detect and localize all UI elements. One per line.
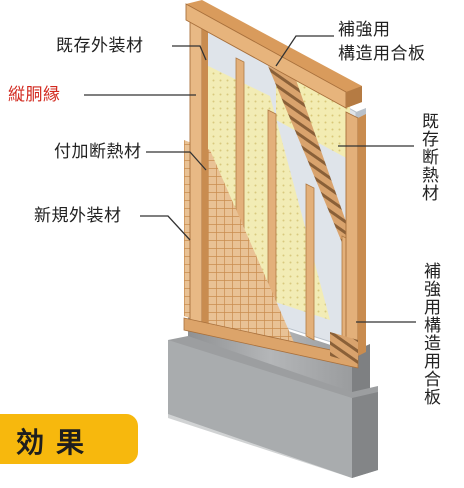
label-added-insulation: 付加断熱材 — [54, 142, 142, 162]
structural-plywood — [268, 66, 356, 276]
top-beam — [185, 0, 362, 109]
label-existing-exterior: 既存外装材 — [56, 36, 144, 56]
effect-badge: 効果 — [0, 414, 138, 464]
concrete-foundation — [168, 298, 378, 478]
leader-lines — [84, 35, 416, 323]
label-plywood-top-line2: 構造用合板 — [338, 44, 426, 64]
effect-badge-text: 効果 — [16, 426, 97, 459]
label-plywood-bottom: 補強用構造用合板 — [420, 262, 440, 406]
label-furring: 縦胴縁 — [8, 85, 61, 105]
label-plywood-top-line1: 補強用 — [338, 20, 391, 40]
bottom-sill — [183, 317, 359, 369]
label-new-exterior: 新規外装材 — [34, 206, 122, 226]
right-post — [345, 111, 366, 357]
label-existing-insulation: 既存断熱材 — [418, 112, 438, 202]
